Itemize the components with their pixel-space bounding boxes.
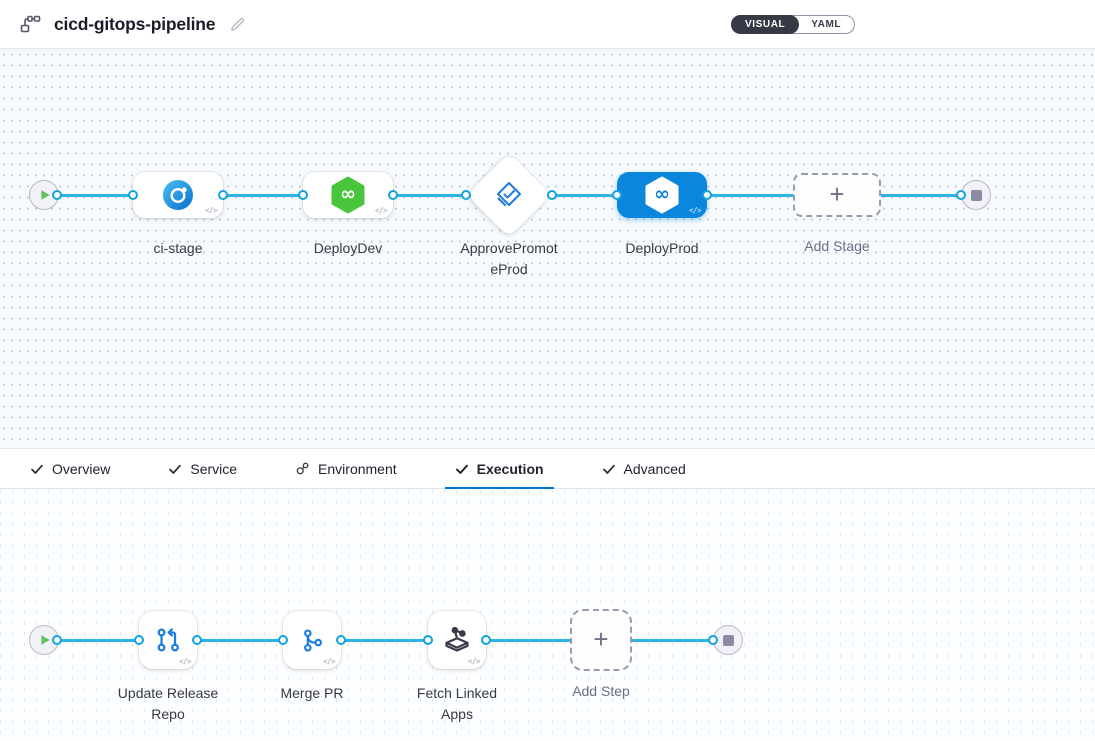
port — [388, 190, 398, 200]
add-step-button[interactable]: + — [570, 609, 632, 671]
port — [192, 635, 202, 645]
stage-label: ApprovePromot eProd — [460, 240, 558, 277]
step-label: Fetch Linked Apps — [416, 685, 498, 722]
stage-label: DeployDev — [313, 240, 383, 256]
check-icon — [455, 464, 468, 474]
port — [481, 635, 491, 645]
port — [612, 190, 622, 200]
tab-service[interactable]: Service — [158, 449, 247, 488]
stage-node-ci-stage[interactable]: </> — [133, 172, 223, 218]
add-step-label: Add Step — [572, 683, 630, 699]
visual-yaml-toggle: VISUAL YAML — [731, 15, 856, 34]
play-icon — [41, 190, 50, 200]
ci-build-icon — [163, 180, 193, 210]
approval-icon — [497, 182, 521, 206]
port — [956, 190, 966, 200]
step-label: Update Release Repo — [117, 685, 219, 722]
step-label: Merge PR — [280, 685, 344, 701]
environment-icon — [296, 462, 309, 475]
edit-pencil-icon[interactable] — [229, 16, 246, 33]
stage-node-deploydev[interactable]: ∞ </> — [303, 172, 393, 218]
stage-node-approvepromoteprod[interactable] — [466, 152, 552, 238]
stage-canvas: </> ∞ </> ∞ </> + — [0, 49, 1095, 448]
tab-environment[interactable]: Environment — [285, 449, 407, 488]
code-icon: </> — [322, 657, 336, 666]
infinity-glyph: ∞ — [340, 183, 356, 205]
port — [52, 190, 62, 200]
port — [547, 190, 557, 200]
stage-node-deployprod[interactable]: ∞ </> — [617, 172, 707, 218]
code-icon: </> — [204, 206, 218, 215]
port — [702, 190, 712, 200]
stop-icon — [722, 634, 734, 646]
port — [336, 635, 346, 645]
check-icon — [31, 464, 43, 474]
add-stage-label: Add Stage — [804, 238, 870, 254]
port — [218, 190, 228, 200]
code-icon: </> — [688, 206, 702, 215]
execution-canvas: </> </> </> + Update Release — [0, 489, 1095, 741]
play-icon — [41, 635, 50, 645]
check-icon — [169, 464, 182, 474]
check-icon — [602, 464, 615, 474]
step-node-update-release-repo[interactable]: </> — [139, 611, 197, 669]
plus-icon: + — [829, 179, 845, 209]
port — [52, 635, 62, 645]
code-icon: </> — [374, 206, 388, 215]
infinity-glyph: ∞ — [654, 183, 670, 205]
step-node-merge-pr[interactable]: </> — [283, 611, 341, 669]
stage-label: ci-stage — [153, 240, 203, 256]
port — [298, 190, 308, 200]
port — [423, 635, 433, 645]
code-icon: </> — [467, 657, 481, 666]
fetch-linked-apps-icon — [445, 626, 469, 652]
execution-start-node — [29, 625, 59, 655]
pipeline-icon — [18, 11, 44, 37]
update-repo-icon — [157, 628, 179, 652]
page-title: cicd-gitops-pipeline — [54, 13, 216, 34]
port — [708, 635, 718, 645]
tab-overview[interactable]: Overview — [20, 449, 120, 488]
port — [461, 190, 471, 200]
yaml-toggle-button[interactable]: YAML — [811, 19, 842, 30]
plus-icon: + — [593, 624, 609, 654]
tab-advanced[interactable]: Advanced — [592, 449, 696, 488]
merge-pr-icon — [303, 628, 322, 652]
stop-icon — [970, 189, 982, 201]
step-node-fetch-linked-apps[interactable]: </> — [428, 611, 486, 669]
stage-config-tabs: Overview Service Environment Execution A… — [0, 448, 1095, 489]
app-header: cicd-gitops-pipeline VISUAL YAML — [0, 0, 1095, 49]
add-stage-button[interactable]: + — [793, 173, 881, 217]
port — [134, 635, 144, 645]
cd-deploy-icon: ∞ — [644, 176, 680, 214]
stage-label: DeployProd — [625, 240, 699, 256]
visual-toggle-button[interactable]: VISUAL — [731, 15, 800, 34]
port — [128, 190, 138, 200]
code-icon: </> — [178, 657, 192, 666]
cd-deploy-icon: ∞ — [330, 176, 366, 214]
step-flow-line — [44, 639, 728, 642]
pipeline-start-node — [29, 180, 59, 210]
port — [278, 635, 288, 645]
tab-execution[interactable]: Execution — [444, 449, 554, 489]
